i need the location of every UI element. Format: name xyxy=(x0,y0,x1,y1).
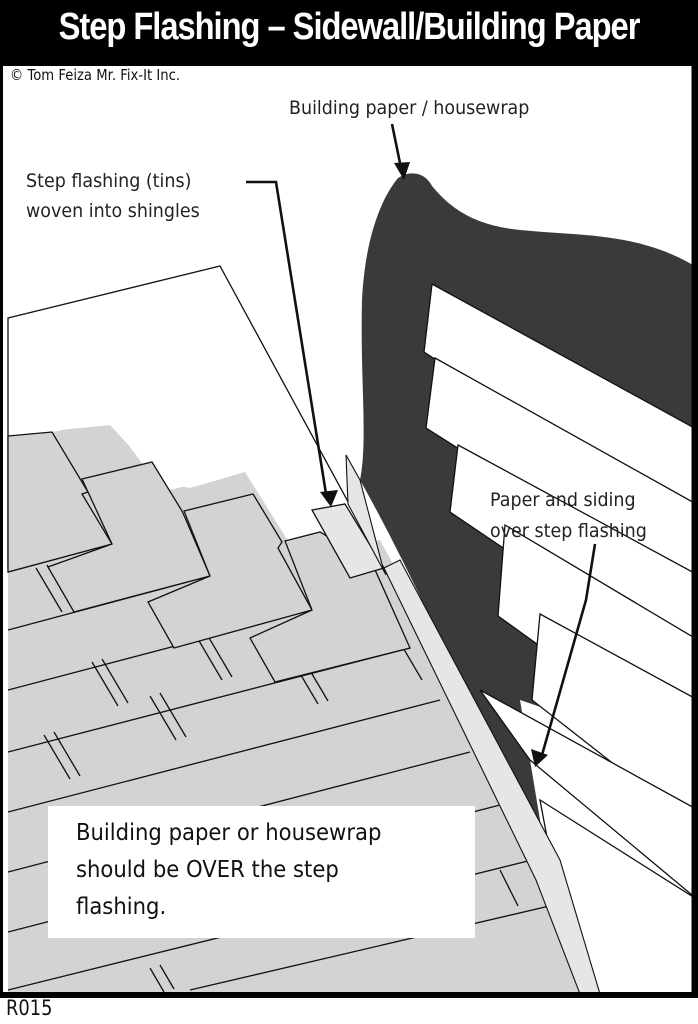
label-step-flashing-line1: Step flashing (tins) xyxy=(26,170,192,192)
flashing-vertical-leg xyxy=(345,454,387,576)
title-bar xyxy=(0,0,698,63)
diagram-code: R015 xyxy=(6,996,53,1020)
siding-board xyxy=(479,689,698,901)
note-box xyxy=(48,806,475,938)
note-line: Building paper or housewrap xyxy=(76,820,382,846)
note-text: Building paper or housewrap should be OV… xyxy=(76,815,381,926)
siding-boards xyxy=(423,282,698,995)
label-paper-siding-line2: over step flashing xyxy=(490,520,647,542)
copyright-text: © Tom Feiza Mr. Fix-It Inc. xyxy=(10,66,181,84)
shingle xyxy=(7,431,114,573)
note-line: flashing. xyxy=(76,894,167,920)
leader-building-paper xyxy=(390,123,403,169)
siding-board xyxy=(531,612,698,831)
leader-step-flashing xyxy=(246,180,329,501)
leader-paper-siding xyxy=(540,543,597,756)
arrow-head-icon xyxy=(320,490,338,507)
label-building-paper: Building paper / housewrap xyxy=(289,97,530,119)
arrow-head-icon xyxy=(531,749,548,767)
note-line: should be OVER the step xyxy=(76,857,339,883)
diagram-title: Step Flashing – Sidewall/Building Paper xyxy=(58,6,641,48)
label-step-flashing-line2: woven into shingles xyxy=(26,200,200,222)
frame-border xyxy=(0,60,698,998)
arrow-head-icon xyxy=(394,162,410,180)
leader-lines xyxy=(246,123,597,756)
label-paper-siding-line1: Paper and siding xyxy=(490,489,636,511)
top-shingles xyxy=(7,431,411,683)
